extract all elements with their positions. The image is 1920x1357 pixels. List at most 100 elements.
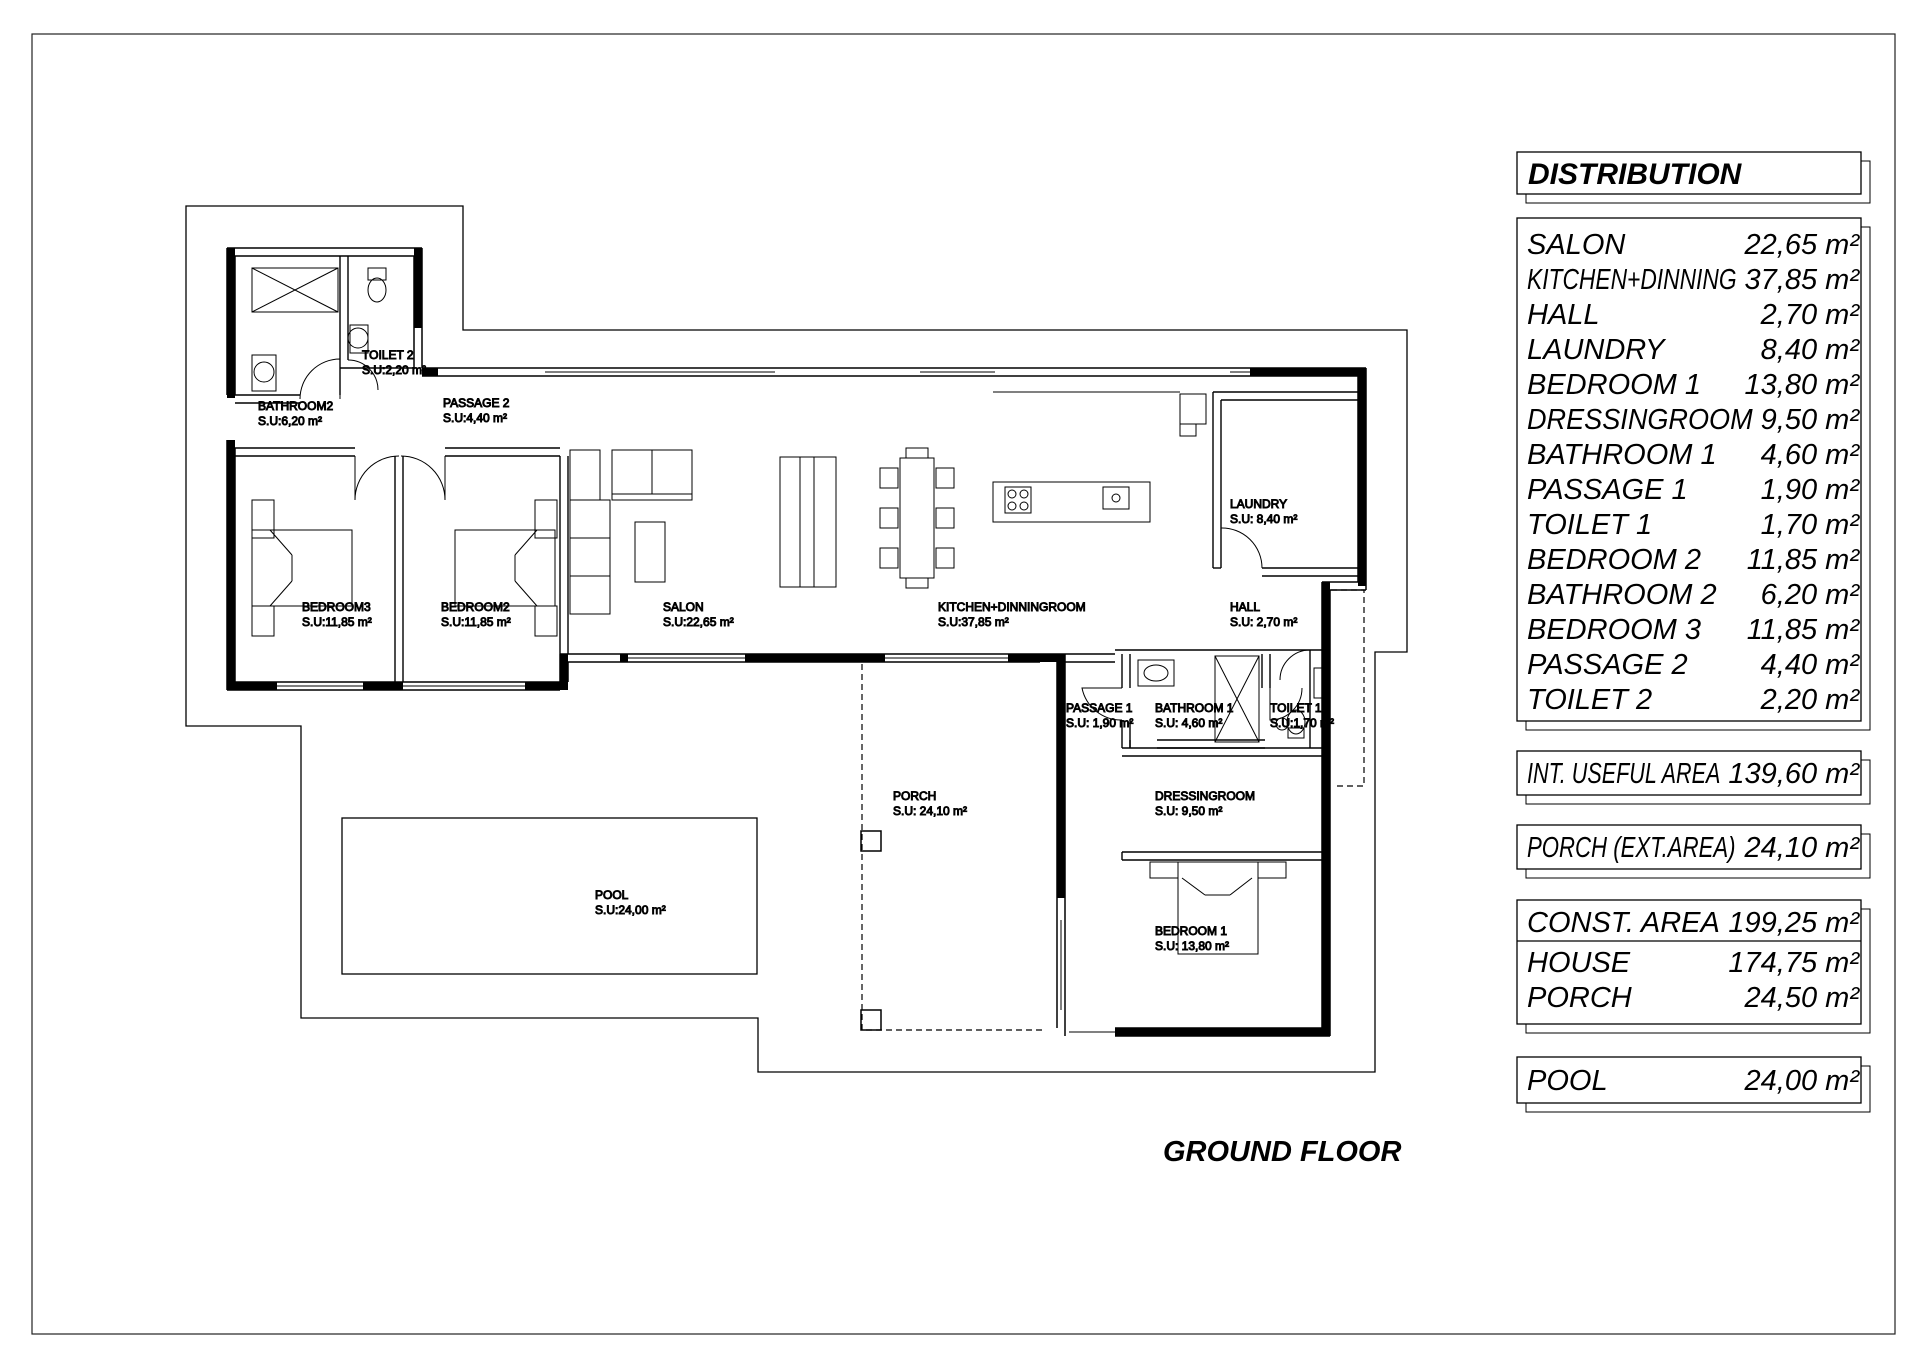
- room-name: PASSAGE 1: [1066, 701, 1133, 715]
- row-name: BEDROOM 1: [1527, 369, 1701, 401]
- const-porch-label: PORCH: [1527, 982, 1632, 1014]
- room-name: BEDROOM2: [441, 600, 510, 614]
- room-name: BEDROOM3: [302, 600, 371, 614]
- room-area: S.U:11,85 m²: [302, 615, 372, 629]
- row-name: TOILET 1: [1527, 509, 1652, 541]
- porch-column: [860, 1009, 882, 1031]
- distribution-row: BEDROOM 3 11,85 m²: [1527, 614, 1860, 646]
- porch-ext-label: PORCH (EXT.AREA): [1527, 832, 1736, 864]
- useful-area-label: INT. USEFUL AREA: [1527, 758, 1720, 790]
- row-area: 1,70 m²: [1761, 509, 1861, 541]
- room-area: S.U:6,20 m²: [258, 414, 322, 428]
- pool-outline: [341, 817, 758, 975]
- distribution-row: HALL 2,70 m²: [1527, 299, 1860, 331]
- wall-solid-segments: [227, 248, 1366, 1036]
- porch-outline-right: [1331, 589, 1365, 787]
- room-name: LAUNDRY: [1230, 497, 1287, 511]
- room-name: SALON: [663, 600, 704, 614]
- row-name: DRESSINGROOM: [1527, 404, 1753, 436]
- room-name: HALL: [1230, 600, 1260, 614]
- row-area: 8,40 m²: [1761, 334, 1861, 366]
- plot-outline: [185, 205, 1408, 1073]
- room-area: S.U:37,85 m²: [938, 615, 1009, 629]
- doors: [299, 358, 1311, 721]
- room-area: S.U: 4,60 m²: [1155, 716, 1222, 730]
- drawing-title: GROUND FLOOR: [1163, 1136, 1401, 1168]
- windows: [277, 371, 1300, 1033]
- row-name: HALL: [1527, 299, 1600, 331]
- row-area: 11,85 m²: [1747, 614, 1861, 646]
- distribution-row: LAUNDRY 8,40 m²: [1527, 334, 1860, 366]
- const-area-label: CONST. AREA: [1527, 907, 1720, 939]
- room-area: S.U: 24,10 m²: [893, 804, 967, 818]
- room-area: S.U:1,70 m²: [1270, 716, 1334, 730]
- room-name: TOILET 2: [362, 348, 414, 362]
- row-name: BEDROOM 3: [1527, 614, 1701, 646]
- room-name: TOILET 1: [1270, 701, 1322, 715]
- distribution-title: DISTRIBUTION: [1528, 158, 1743, 191]
- const-house-label: HOUSE: [1527, 947, 1631, 979]
- row-area: 11,85 m²: [1747, 544, 1861, 576]
- porch-column: [860, 830, 882, 852]
- porch-ext-value: 24,10 m²: [1744, 832, 1861, 864]
- row-name: LAUNDRY: [1527, 334, 1667, 366]
- const-house-value: 174,75 m²: [1728, 947, 1860, 979]
- room-name: BEDROOM 1: [1155, 924, 1227, 938]
- distribution-row: BEDROOM 2 11,85 m²: [1527, 544, 1860, 576]
- table-boxes: [1516, 151, 1862, 1104]
- room-area: S.U:22,65 m²: [663, 615, 734, 629]
- row-area: 37,85 m²: [1745, 264, 1861, 296]
- distribution-row: BATHROOM 2 6,20 m²: [1527, 579, 1860, 611]
- room-name: PORCH: [893, 789, 936, 803]
- room-area: S.U:4,40 m²: [443, 411, 507, 425]
- room-name: PASSAGE 2: [443, 396, 510, 410]
- distribution-row: PASSAGE 1 1,90 m²: [1527, 474, 1860, 506]
- row-area: 2,20 m²: [1760, 684, 1861, 716]
- row-area: 1,90 m²: [1761, 474, 1861, 506]
- row-name: BATHROOM 2: [1527, 579, 1717, 611]
- row-name: KITCHEN+DINNING: [1527, 264, 1737, 296]
- row-area: 9,50 m²: [1761, 404, 1861, 436]
- room-area: S.U:11,85 m²: [441, 615, 511, 629]
- sheet-frame: [31, 33, 1896, 1335]
- room-name: DRESSINGROOM: [1155, 789, 1255, 803]
- room-labels: TOILET 2 S.U:2,20 m² BATHROOM2 S.U:6,20 …: [258, 348, 1335, 954]
- room-name: POOL: [595, 888, 629, 902]
- room-name: BATHROOM2: [258, 399, 333, 413]
- row-name: PASSAGE 1: [1527, 474, 1688, 506]
- distribution-row: TOILET 2 2,20 m²: [1527, 684, 1860, 716]
- room-name: KITCHEN+DINNINGROOM: [938, 600, 1086, 614]
- row-area: 6,20 m²: [1761, 579, 1861, 611]
- porch-outline: [861, 654, 1045, 1031]
- room-area: S.U: 2,70 m²: [1230, 615, 1297, 629]
- pool-label: POOL: [1527, 1065, 1608, 1097]
- furniture: [251, 267, 1329, 955]
- row-name: PASSAGE 2: [1527, 649, 1688, 681]
- room-area: S.U: 8,40 m²: [1230, 512, 1297, 526]
- room-area: S.U:2,20 m²: [362, 363, 426, 377]
- row-area: 4,40 m²: [1761, 649, 1861, 681]
- row-name: BEDROOM 2: [1527, 544, 1701, 576]
- room-area: S.U:24,00 m²: [595, 903, 666, 917]
- row-area: 2,70 m²: [1760, 299, 1861, 331]
- room-area: S.U: 1,90 m²: [1066, 716, 1133, 730]
- floor-plan: TOILET 2 S.U:2,20 m² BATHROOM2 S.U:6,20 …: [185, 205, 1408, 1073]
- const-porch-value: 24,50 m²: [1744, 982, 1861, 1014]
- row-name: TOILET 2: [1527, 684, 1652, 716]
- room-name: BATHROOM 1: [1155, 701, 1234, 715]
- const-area-value: 199,25 m²: [1728, 907, 1860, 939]
- distribution-row: TOILET 1 1,70 m²: [1527, 509, 1860, 541]
- useful-area-value: 139,60 m²: [1728, 758, 1860, 790]
- interior-walls: [235, 256, 1358, 861]
- room-area: S.U: 9,50 m²: [1155, 804, 1222, 818]
- row-area: 22,65 m²: [1744, 229, 1861, 261]
- pool-value: 24,00 m²: [1744, 1065, 1861, 1097]
- room-area: S.U: 13,80 m²: [1155, 939, 1229, 953]
